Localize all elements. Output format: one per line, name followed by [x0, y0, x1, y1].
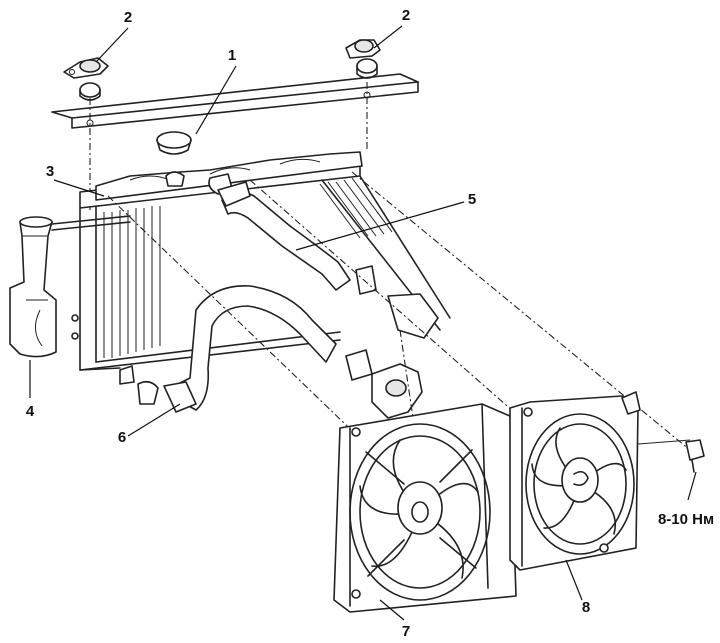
callout-2-left: 2 [124, 9, 132, 26]
mount-bracket-right [345, 39, 381, 79]
callout-7: 7 [402, 623, 410, 640]
fan-right [509, 391, 641, 571]
torque-label: 8-10 Нм [658, 511, 714, 528]
leader-lines [29, 25, 697, 621]
callout-1: 1 [228, 47, 236, 64]
reservoir [9, 216, 57, 358]
callout-2-right: 2 [402, 7, 410, 24]
upper-crossmember [51, 73, 419, 129]
callout-3: 3 [46, 163, 54, 180]
callout-4: 4 [26, 403, 35, 420]
overflow-hose [51, 215, 131, 231]
radiator-cap [156, 131, 192, 187]
fixing-bolt [685, 439, 705, 473]
radiator [71, 151, 451, 385]
fan-left [333, 403, 517, 613]
mount-bracket-left [63, 57, 109, 101]
thermostat-housing [371, 293, 439, 419]
callout-8: 8 [582, 599, 590, 616]
callout-6: 6 [118, 429, 126, 446]
lower-hose [137, 285, 373, 413]
upper-hose [217, 181, 377, 295]
callout-labels: 1 2 2 3 4 5 6 7 8 8-10 Нм [26, 7, 714, 640]
callout-5: 5 [468, 191, 476, 208]
